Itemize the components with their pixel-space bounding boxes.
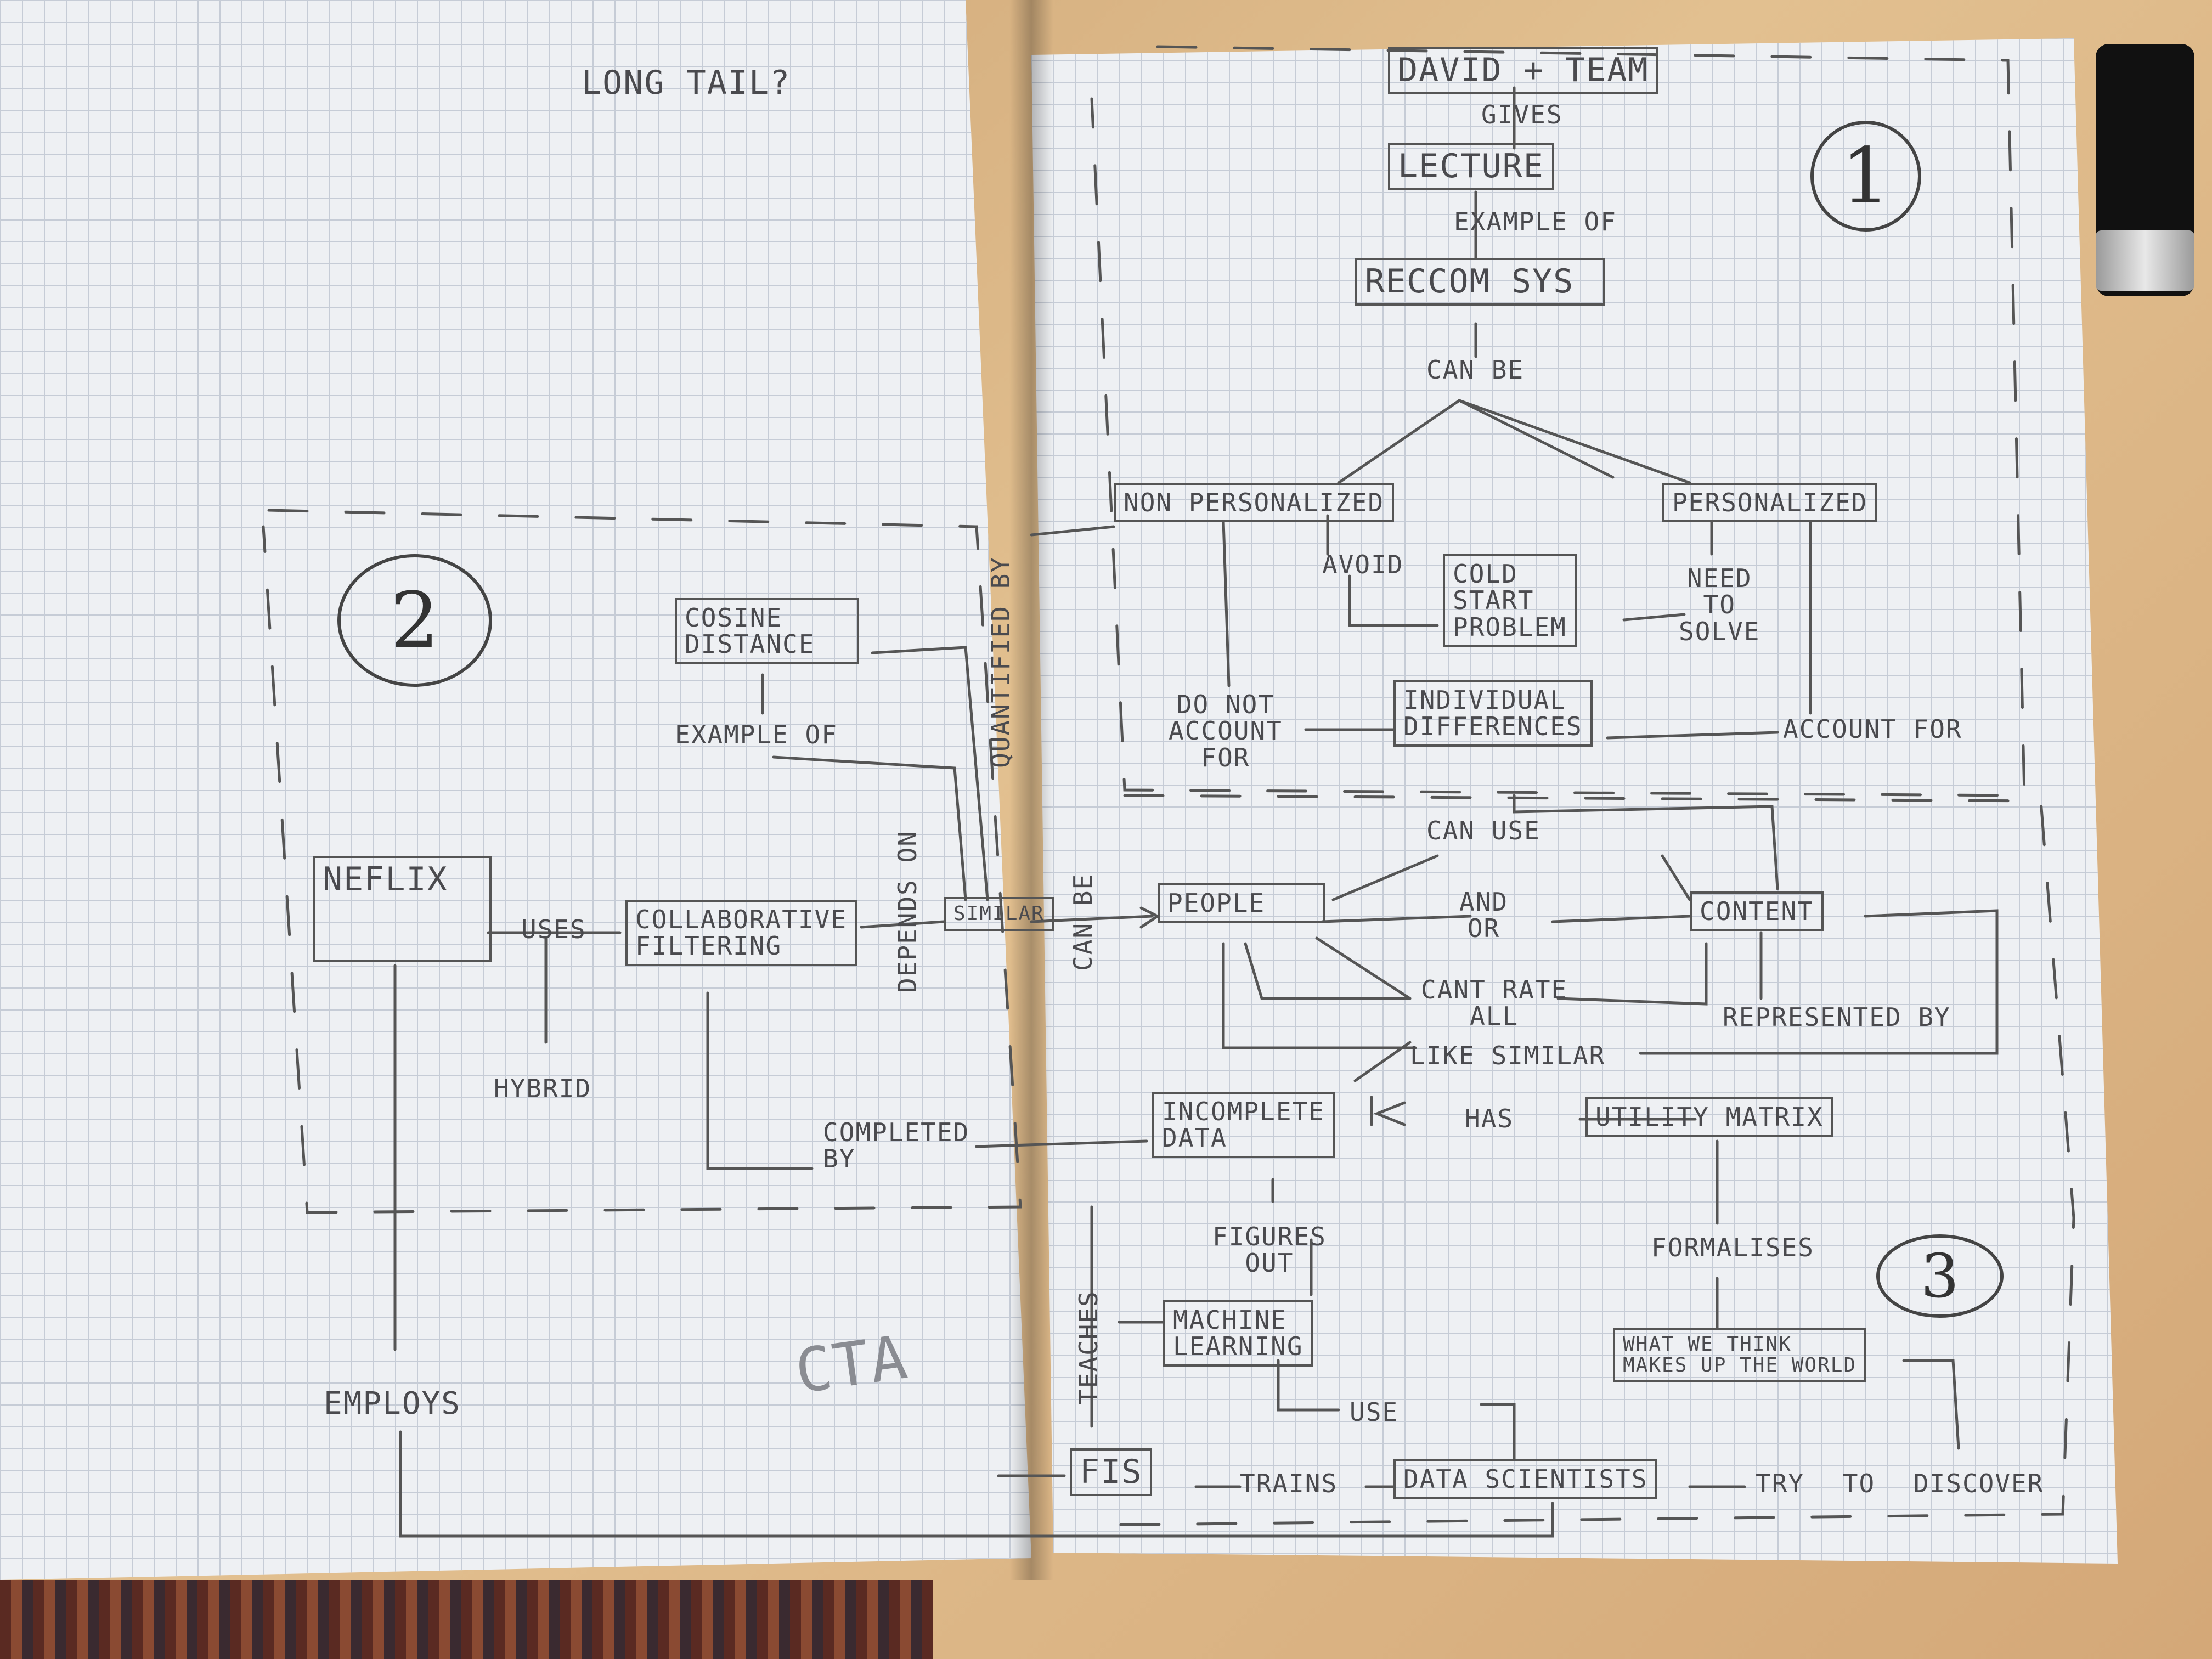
rug: [0, 1580, 933, 1659]
node-utility-matrix: UTILITY MATRIX: [1585, 1097, 1833, 1137]
section-2-border: [262, 509, 1022, 1214]
edge-try-to-discover: TRY TO DISCOVER: [1756, 1469, 2044, 1498]
edge-teaches: TEACHES: [1074, 1290, 1103, 1404]
node-individual-differences: INDIVIDUAL DIFFERENCES: [1393, 680, 1593, 747]
section-1-border: [1090, 45, 2026, 797]
node-similar: SIMILAR: [944, 897, 1054, 931]
node-personalized: PERSONALIZED: [1662, 483, 1878, 523]
edge-trains: TRAINS: [1240, 1469, 1338, 1498]
node-machine-learning: MACHINE LEARNING: [1163, 1300, 1313, 1367]
notebook-right-page: [1031, 38, 2118, 1564]
edge-completed-by: COMPLETED BY: [823, 1118, 970, 1174]
node-what-we-think-makes-up-the-world: WHAT WE THINK MAKES UP THE WORLD: [1613, 1328, 1867, 1383]
edge-cant-rate-all: CANT RATE ALL: [1421, 975, 1568, 1031]
node-people: PEOPLE: [1158, 883, 1325, 923]
edge-need-to-solve: NEED TO SOLVE: [1679, 563, 1760, 646]
section-3-border: [1090, 794, 2075, 1527]
edge-can-be-1: CAN BE: [1426, 355, 1525, 385]
edge-has: HAS: [1465, 1104, 1514, 1133]
notebook-left-page: [0, 0, 1031, 1580]
section-number-1: 1: [1810, 121, 1921, 232]
node-david-team: DAVID + TEAM: [1388, 47, 1659, 94]
section-number-3: 3: [1876, 1234, 2004, 1318]
edge-employs: EMPLOYS: [324, 1386, 461, 1421]
node-incomplete-data: INCOMPLETE DATA: [1152, 1092, 1335, 1158]
edge-avoid: AVOID: [1322, 550, 1404, 579]
node-collaborative-filtering: COLLABORATIVE FILTERING: [625, 900, 857, 966]
node-fis: FIS: [1070, 1448, 1153, 1496]
section-1-connectors: [1030, 86, 1812, 740]
edge-figures-out: FIGURES OUT: [1212, 1222, 1327, 1278]
edge-use: USE: [1350, 1397, 1399, 1427]
long-tail-note: LONG TAIL?: [582, 64, 791, 102]
section-borders: [262, 45, 2075, 1527]
node-lecture: LECTURE: [1388, 143, 1554, 190]
node-content: CONTENT: [1690, 891, 1824, 932]
node-reccom-sys: RECCOM SYS: [1355, 258, 1605, 306]
edge-can-use: CAN USE: [1426, 816, 1541, 845]
edge-uses: USES: [521, 915, 586, 944]
section-2-connectors: [393, 646, 1554, 1538]
edge-example-of-2: EXAMPLE OF: [675, 720, 838, 749]
edge-example-of-1: EXAMPLE OF: [1454, 207, 1617, 236]
node-data-scientists: DATA SCIENTISTS: [1393, 1459, 1658, 1499]
node-cold-start-problem: COLD START PROBLEM: [1443, 554, 1577, 647]
edge-and-or: AND OR: [1459, 887, 1509, 944]
edge-represented-by: REPRESENTED BY: [1723, 1002, 1951, 1032]
section-3-connectors: [997, 794, 1999, 1488]
node-neflix: NEFLIX: [313, 856, 492, 962]
edge-like-similar: LIKE SIMILAR: [1410, 1041, 1606, 1070]
edge-account-for: ACCOUNT FOR: [1783, 714, 1962, 744]
node-non-personalized: NON PERSONALIZED: [1114, 483, 1395, 523]
node-cosine-distance: COSINE DISTANCE: [675, 598, 859, 664]
edge-hybrid: HYBRID: [494, 1074, 592, 1103]
edge-quantified-by: QUANTIFIED BY: [986, 556, 1015, 768]
notebook-spine: [1009, 0, 1053, 1580]
edge-do-not-account-for: DO NOT ACCOUNT FOR: [1169, 690, 1283, 772]
usb-connector: [2096, 230, 2194, 291]
section-number-2: 2: [337, 554, 492, 687]
edge-can-be-2: CAN BE: [1068, 873, 1098, 971]
cta-note: CTA: [791, 1322, 912, 1407]
edge-depends-on: DEPENDS ON: [893, 830, 922, 993]
edge-formalises: FORMALISES: [1651, 1233, 1814, 1262]
edge-gives: GIVES: [1481, 100, 1563, 129]
